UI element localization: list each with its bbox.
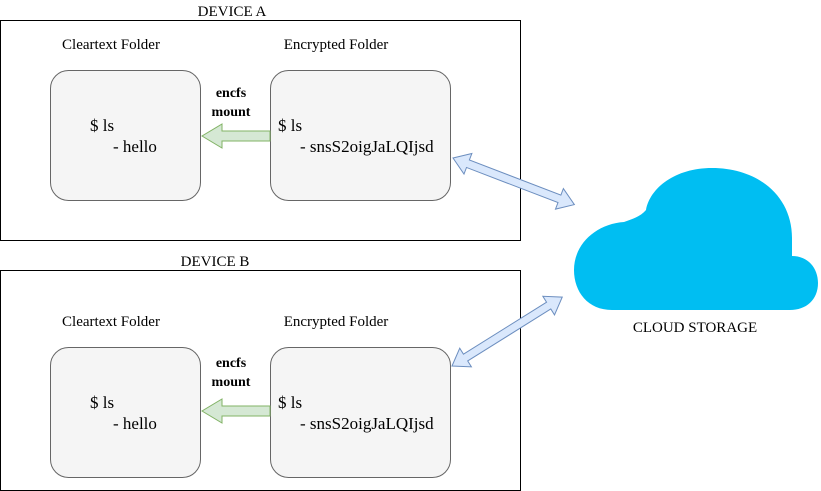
device-b-title: DEVICE B bbox=[181, 254, 250, 270]
device-b: DEVICE B Cleartext Folder Encrypted Fold… bbox=[0, 254, 521, 491]
device-a-mount-arrow-icon bbox=[201, 123, 271, 149]
device-b-encrypted-file: - snsS2oigJaLQIjsd bbox=[300, 414, 434, 433]
device-b-mount-label-2: mount bbox=[212, 375, 251, 390]
device-b-cleartext-file: - hello bbox=[113, 414, 157, 433]
device-b-cleartext-folder bbox=[50, 347, 201, 478]
device-a: DEVICE A Cleartext Folder Encrypted Fold… bbox=[0, 4, 521, 241]
device-b-cleartext-title: Cleartext Folder bbox=[62, 314, 160, 330]
device-a-encrypted-cmd: $ ls bbox=[278, 116, 302, 135]
device-a-encrypted-title: Encrypted Folder bbox=[284, 37, 389, 53]
device-a-mount-label-2: mount bbox=[212, 105, 251, 120]
device-b-encrypted-cmd: $ ls bbox=[278, 393, 302, 412]
device-a-encrypted-folder bbox=[270, 70, 451, 201]
device-b-encrypted-folder bbox=[270, 347, 451, 478]
device-a-cleartext-cmd: $ ls bbox=[90, 116, 114, 135]
cloud-storage: CLOUD STORAGE bbox=[574, 168, 818, 336]
device-a-cleartext-file: - hello bbox=[113, 137, 157, 156]
device-a-cleartext-folder bbox=[50, 70, 201, 201]
cloud-storage-label: CLOUD STORAGE bbox=[633, 320, 757, 336]
device-a-cleartext-title: Cleartext Folder bbox=[62, 37, 160, 53]
device-b-cleartext-cmd: $ ls bbox=[90, 393, 114, 412]
device-b-mount-label-1: encfs bbox=[216, 356, 247, 371]
device-b-encrypted-title: Encrypted Folder bbox=[284, 314, 389, 330]
device-b-mount-arrow-icon bbox=[201, 398, 271, 424]
device-a-title: DEVICE A bbox=[198, 4, 267, 20]
device-a-encrypted-file: - snsS2oigJaLQIjsd bbox=[300, 137, 434, 156]
cloud-icon bbox=[574, 168, 818, 310]
device-a-mount-label-1: encfs bbox=[216, 86, 247, 101]
